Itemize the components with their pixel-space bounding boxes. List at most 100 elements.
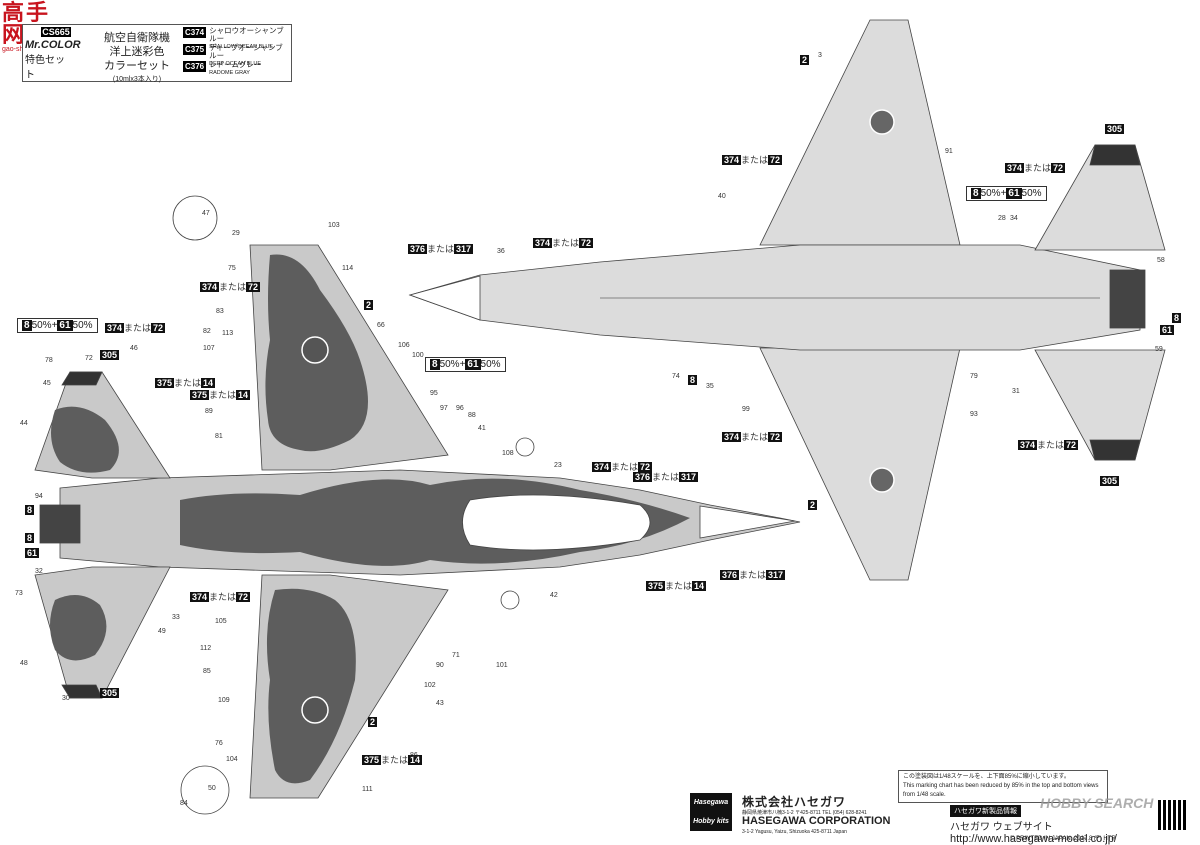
part-ref-number: 91 <box>945 148 953 155</box>
part-ref-number: 47 <box>202 210 210 217</box>
part-ref-number: 96 <box>456 405 464 412</box>
part-ref-number: 83 <box>216 308 224 315</box>
camo-blob-upper-tail <box>51 406 119 473</box>
paint-tag: 2 <box>364 300 374 310</box>
maker-address-jp: 静岡県焼津市八楠3-1-2 〒425-8711 TEL (054) 628-82… <box>742 810 867 816</box>
part-ref-number: 59 <box>1155 346 1163 353</box>
part-ref-number: 44 <box>20 420 28 427</box>
color-set-title: 航空自衛隊機 洋上迷彩色 カラーセット (10mlx3本入り) <box>81 31 193 87</box>
top-view-canopy <box>462 494 651 551</box>
part-ref-number: 71 <box>452 652 460 659</box>
part-ref-number: 113 <box>222 330 234 337</box>
part-ref-number: 66 <box>377 322 385 329</box>
part-ref-number: 95 <box>430 390 438 397</box>
part-ref-number: 72 <box>85 355 93 362</box>
top-view-nose <box>699 505 796 539</box>
part-ref-number: 35 <box>706 383 714 390</box>
bottom-hinomaru-upper <box>869 109 895 135</box>
color-set-code-bar: CS665 Mr.COLOR 特色セット <box>25 27 81 81</box>
unit-line-2: 洋上迷彩色 <box>109 46 165 58</box>
paint-tag: 305 <box>1105 124 1125 134</box>
part-ref-number: 90 <box>436 662 444 669</box>
part-ref-number: 109 <box>218 697 230 704</box>
part-ref-number: 85 <box>203 668 211 675</box>
color-name-jp: レドームグレー <box>209 60 262 69</box>
paint-tag: 2 <box>800 55 810 65</box>
paint-tag: 61 <box>25 548 40 558</box>
color-name-jp: ディープオーシャンブルー <box>209 43 283 60</box>
part-ref-number: 58 <box>1157 257 1165 264</box>
paint-tag: 8 <box>688 375 698 385</box>
tail-tip-lower <box>61 684 103 699</box>
part-ref-number: 88 <box>468 412 476 419</box>
part-ref-number: 94 <box>35 493 43 500</box>
color-code: C374 <box>183 27 207 38</box>
qr-code-icon[interactable] <box>1158 800 1188 830</box>
part-ref-number: 89 <box>205 408 213 415</box>
part-ref-number: 30 <box>62 695 70 702</box>
site-logo-text: 高手网 <box>2 0 51 47</box>
camo-blob-lower-wing <box>266 588 356 784</box>
scale-note-jp: この塗装図は1/48スケールを、上下面85%に縮小しています。 <box>903 774 1070 780</box>
bottom-view-lower-wing <box>759 347 961 581</box>
part-ref-number: 99 <box>742 406 750 413</box>
paint-tag: 305 <box>100 350 120 360</box>
part-ref-number: 40 <box>718 193 726 200</box>
bottom-view-upper-wing <box>759 19 961 246</box>
scale-note-en: This marking chart has been reduced by 8… <box>903 783 1099 798</box>
paint-tag: 305 <box>1100 476 1120 486</box>
top-view-nozzle <box>39 504 81 544</box>
part-ref-number: 112 <box>200 645 212 652</box>
part-ref-number: 31 <box>1012 388 1020 395</box>
color-code: C376 <box>183 61 207 72</box>
detail-circle-c <box>515 437 535 457</box>
part-ref-number: 100 <box>412 352 424 359</box>
detail-circle-a <box>172 195 218 241</box>
part-ref-number: 49 <box>158 628 166 635</box>
hinomaru-upper-wing <box>301 336 329 364</box>
detail-circle-d <box>500 590 520 610</box>
web-header: ハセガワ新製品情報 <box>950 805 1021 817</box>
color-name-en: RADOME GRAY <box>209 70 250 76</box>
part-ref-number: 29 <box>232 230 240 237</box>
part-ref-number: 81 <box>215 433 223 440</box>
bottom-view-tail-tip-lower <box>1089 439 1141 461</box>
part-ref-number: 50 <box>208 785 216 792</box>
part-ref-number: 42 <box>550 592 558 599</box>
part-ref-number: 108 <box>502 450 514 457</box>
maker-name-jp: 株式会社ハセガワ <box>742 795 847 809</box>
part-ref-number: 93 <box>970 411 978 418</box>
web-url-link[interactable]: http://www.hasegawa-model.co.jp/ <box>950 833 1117 845</box>
color-set-code: CS665 <box>41 27 71 37</box>
paint-tag: 61 <box>1160 325 1175 335</box>
part-ref-number: 101 <box>496 662 508 669</box>
part-ref-number: 79 <box>970 373 978 380</box>
bottom-view-nozzle <box>1109 269 1146 329</box>
part-ref-number: 48 <box>20 660 28 667</box>
color-name-en: SHALLOW OCEAN BLUE <box>209 44 274 50</box>
part-ref-number: 105 <box>215 618 227 625</box>
color-set-box: CS665 Mr.COLOR 特色セット 航空自衛隊機 洋上迷彩色 カラーセット… <box>22 24 292 83</box>
paint-tag: 8 <box>1172 313 1182 323</box>
color-code: C375 <box>183 44 207 55</box>
unit-line-3: カラーセット <box>104 60 170 72</box>
web-info: ハセガワ新製品情報 ハセガワ ウェブサイト http://www.hasegaw… <box>950 800 1160 845</box>
top-view-aircraft <box>34 195 801 815</box>
part-ref-number: 86 <box>410 752 418 759</box>
